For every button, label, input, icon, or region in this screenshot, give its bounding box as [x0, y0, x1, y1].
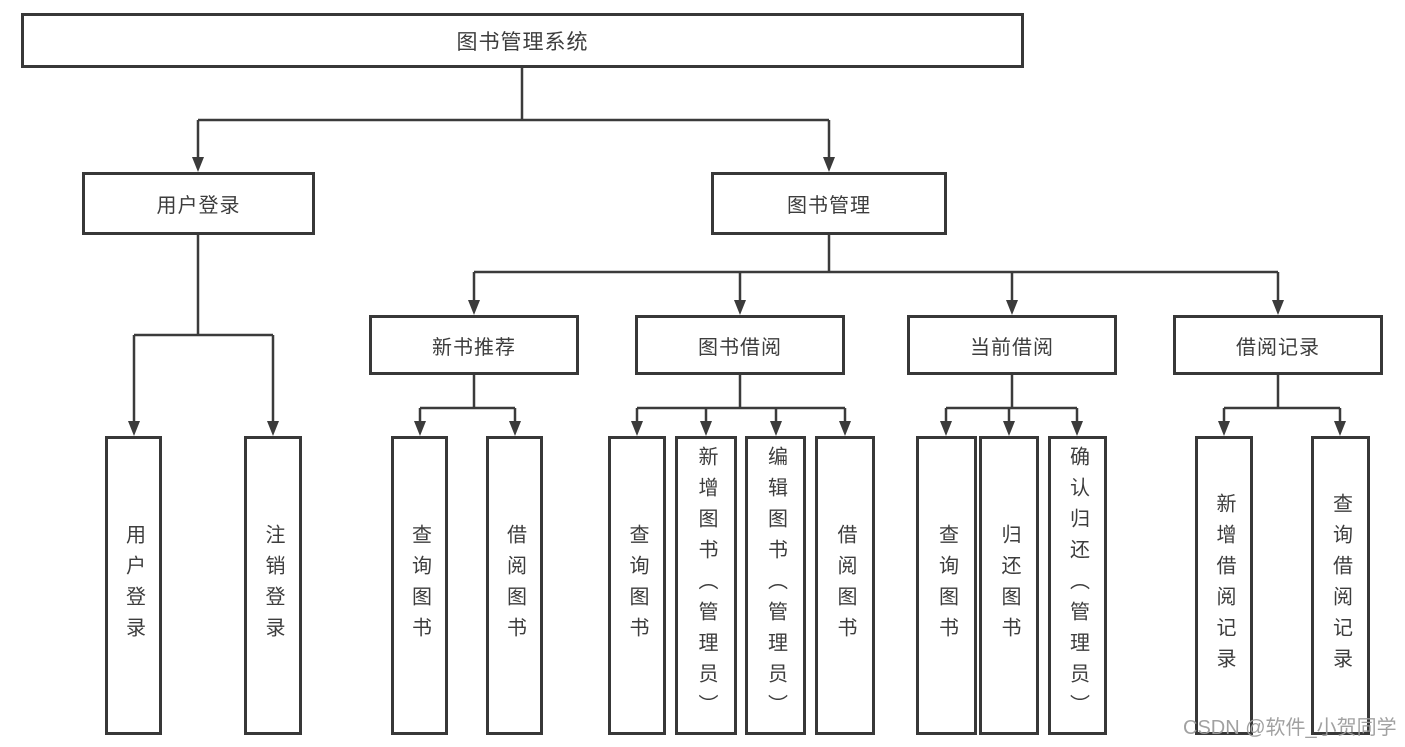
node-new-book-recommend: 新书推荐 [369, 315, 579, 375]
node-label: 确认归还（管理员） [1066, 446, 1089, 725]
node-book-management: 图书管理 [711, 172, 947, 235]
node-label: 编辑图书（管理员） [764, 446, 787, 725]
node-leaf-query-books-recommend: 查询图书 [391, 436, 448, 735]
node-root: 图书管理系统 [21, 13, 1024, 68]
node-leaf-user-login: 用户登录 [105, 436, 162, 735]
node-leaf-edit-book-admin: 编辑图书（管理员） [745, 436, 806, 735]
arrowhead [509, 421, 521, 436]
connector-root-to-level1 [192, 68, 835, 172]
arrowhead [631, 421, 643, 436]
connector-bookborrow-to-leaves [631, 375, 851, 436]
arrowhead [1218, 421, 1230, 436]
node-label: 图书管理 [787, 195, 871, 217]
node-label: 当前借阅 [970, 336, 1054, 359]
connector-userlogin-to-leaves [128, 235, 279, 436]
arrowhead [839, 421, 851, 436]
arrowhead [734, 300, 746, 315]
node-leaf-borrow-books-recommend: 借阅图书 [486, 436, 543, 735]
node-leaf-query-borrow-record: 查询借阅记录 [1311, 436, 1370, 735]
arrowhead [1334, 421, 1346, 436]
connector-newbooks-to-leaves [414, 375, 521, 436]
node-leaf-confirm-return-admin: 确认归还（管理员） [1048, 436, 1107, 735]
node-leaf-return-book: 归还图书 [979, 436, 1039, 735]
node-label: 图书借阅 [698, 336, 782, 359]
node-label: 借阅记录 [1236, 336, 1320, 359]
node-leaf-logout: 注销登录 [244, 436, 302, 735]
csdn-watermark: CSDN @软件_小贺同学 [1183, 717, 1397, 739]
node-label: 借阅图书 [503, 523, 526, 648]
node-label: 查询图书 [408, 523, 431, 648]
arrowhead [1071, 421, 1083, 436]
arrowhead [128, 421, 140, 436]
connector-currentborrow-to-leaves [940, 375, 1083, 436]
arrowhead [770, 421, 782, 436]
node-label: 新增借阅记录 [1213, 492, 1235, 679]
node-label: 查询借阅记录 [1329, 492, 1352, 679]
node-leaf-borrow-books: 借阅图书 [815, 436, 875, 735]
node-user-login: 用户登录 [82, 172, 315, 235]
node-book-borrowing: 图书借阅 [635, 315, 845, 375]
node-label: 归还图书 [998, 523, 1020, 648]
arrowhead [1006, 300, 1018, 315]
connector-records-to-leaves [1218, 375, 1346, 436]
node-leaf-query-books-current: 查询图书 [916, 436, 977, 735]
node-label: 查询图书 [935, 523, 958, 648]
connector-bookmgmt-to-level2 [468, 235, 1284, 315]
node-label: 新增图书（管理员） [695, 446, 717, 725]
node-current-borrowing: 当前借阅 [907, 315, 1117, 375]
arrowhead [192, 157, 204, 172]
root-label: 图书管理系统 [456, 30, 589, 54]
arrowhead [940, 421, 952, 436]
node-leaf-add-borrow-record: 新增借阅记录 [1195, 436, 1253, 735]
arrowhead [414, 421, 426, 436]
node-borrowing-records: 借阅记录 [1173, 315, 1383, 375]
node-leaf-add-book-admin: 新增图书（管理员） [675, 436, 737, 735]
node-leaf-query-books-borrow: 查询图书 [608, 436, 666, 735]
node-label: 查询图书 [626, 523, 648, 648]
arrowhead [1272, 300, 1284, 315]
arrowhead [468, 300, 480, 315]
node-label: 注销登录 [262, 523, 284, 648]
arrowhead [1003, 421, 1015, 436]
node-label: 用户登录 [156, 195, 241, 217]
arrowhead [267, 421, 279, 436]
node-label: 用户登录 [122, 523, 145, 648]
arrowhead [823, 157, 835, 172]
arrowhead [700, 421, 712, 436]
node-label: 新书推荐 [432, 336, 516, 359]
node-label: 借阅图书 [834, 523, 856, 648]
